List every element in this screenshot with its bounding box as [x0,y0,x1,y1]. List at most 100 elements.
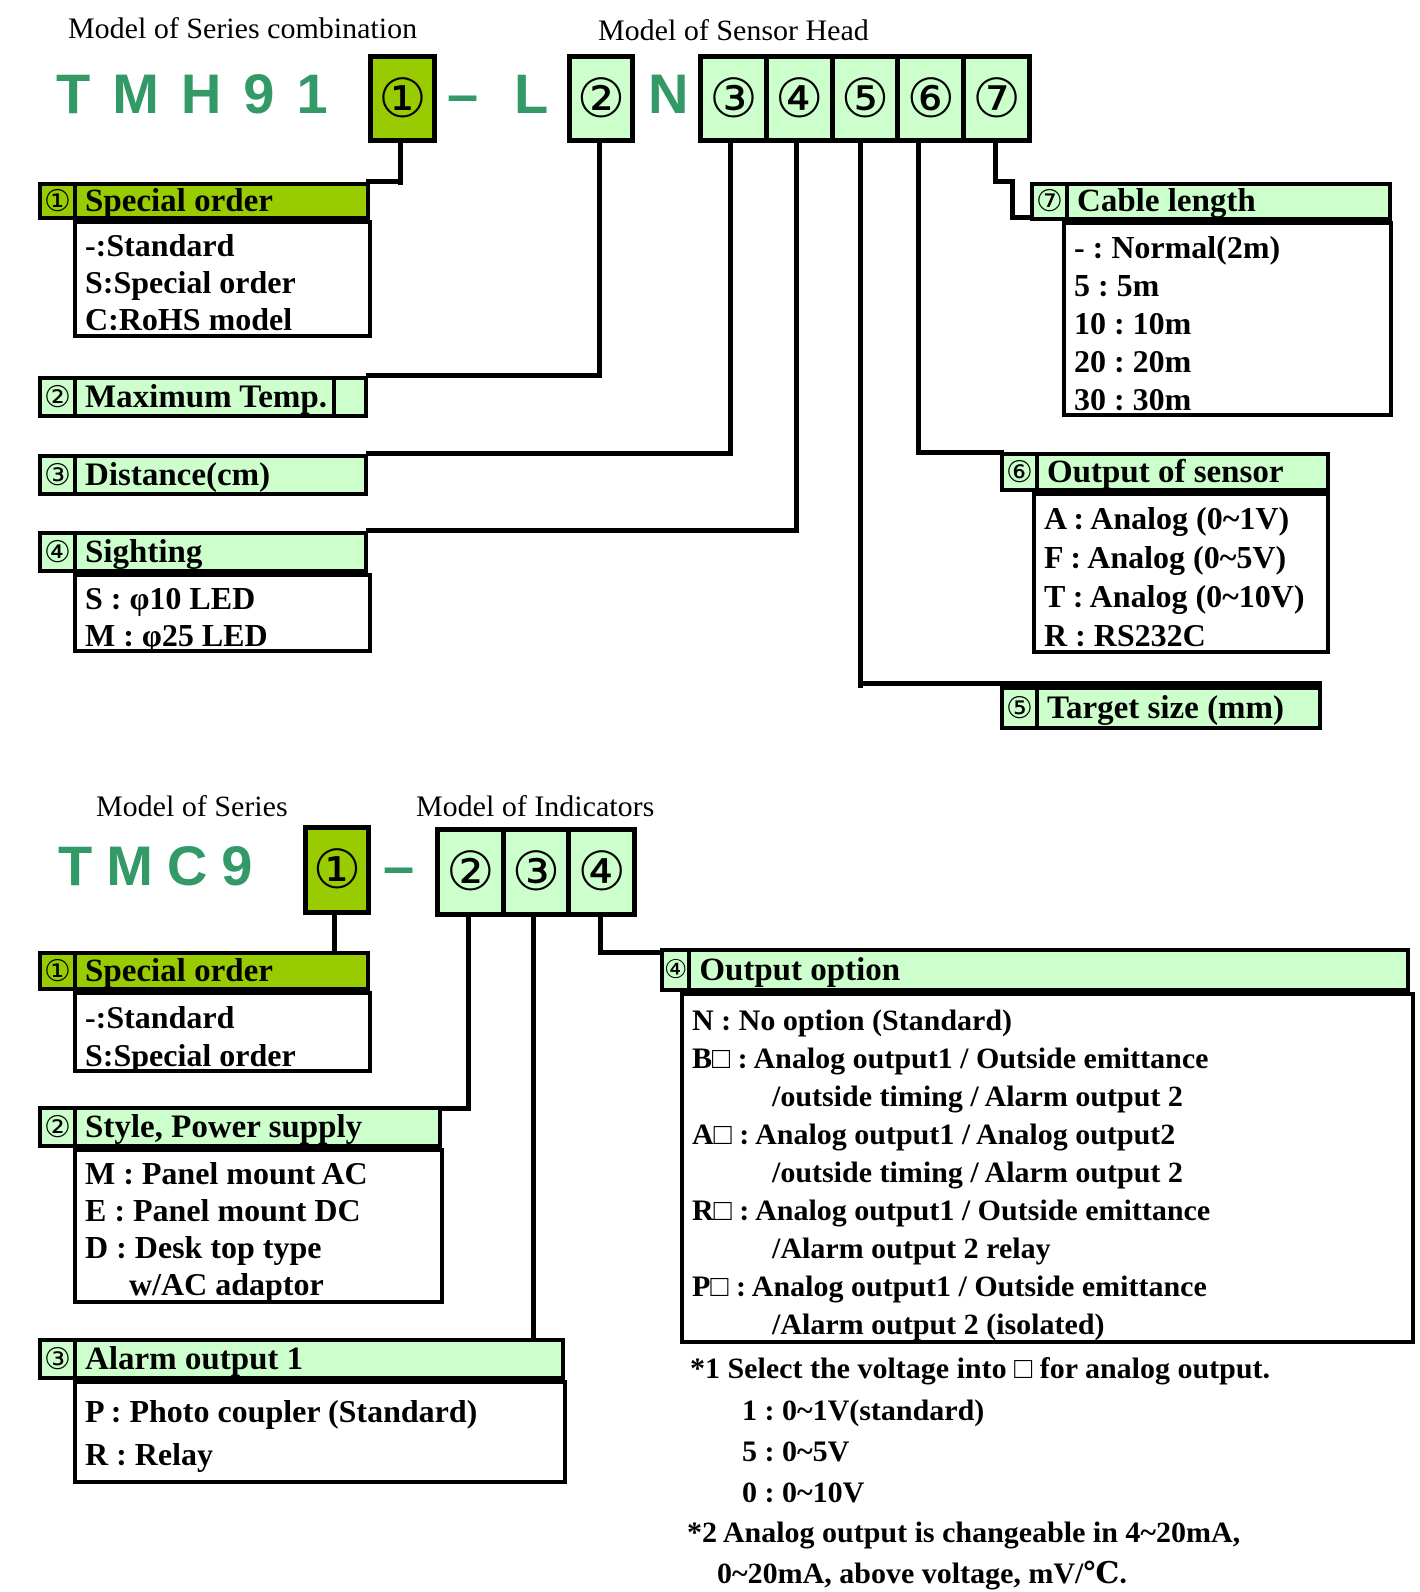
code-box-2-top: ② [567,54,635,143]
option-item: F : Analog (0~5V) [1044,539,1287,575]
circled-1-icon: ① [378,66,427,130]
option-item: N : No option (Standard) [692,1004,1013,1037]
box-alarm-output-body: P : Photo coupler (Standard) R : Relay [73,1380,567,1484]
option-item: M : Panel mount AC [85,1155,368,1191]
option-item: S:Special order [85,1037,296,1073]
option-item: A□ : Analog output1 / Analog output2 [692,1118,1176,1151]
box-output-option-title: Output option [699,951,901,988]
code-cell-7: ⑦ [961,59,1027,138]
empty-cell [332,380,364,414]
connector-line [598,950,664,955]
option-item-continuation: /outside timing / Alarm output 2 [772,1156,1183,1189]
circled-1-icon: ① [42,184,77,219]
code-cell-2: ② [440,832,501,912]
option-item: S : φ10 LED [85,580,256,616]
option-item-continuation: /Alarm output 2 relay [772,1232,1051,1265]
serial-tmh91: TMH91 [56,62,350,125]
circled-3-icon: ③ [511,840,561,903]
box-sighting-header: ④ Sighting [38,531,368,573]
box-max-temp-header: ② Maximum Temp. [38,376,368,418]
circled-6-icon: ⑥ [906,66,955,130]
option-item: E : Panel mount DC [85,1192,361,1228]
option-item: S:Special order [85,264,296,300]
box-special-order-top-body: -:Standard S:Special order C:RoHS model [73,220,372,338]
circled-2-icon: ② [42,380,77,415]
footnote-2-continuation: 0~20mA, above voltage, mV/℃. [717,1557,1127,1590]
code-box-row-234: ② ③ ④ [435,827,637,917]
serial-letter-l: L [514,62,549,125]
circled-4-icon: ④ [664,952,692,988]
connector-line [1010,179,1015,220]
circled-5-icon: ⑤ [840,66,890,130]
connector-line [916,141,921,454]
box-distance-header: ③ Distance(cm) [38,454,368,496]
option-item-continuation: /outside timing / Alarm output 2 [772,1080,1183,1113]
code-cell-5: ⑤ [829,59,896,138]
serial-dash-top: – [447,62,479,125]
option-item: D : Desk top type [85,1229,322,1265]
option-item: - : Normal(2m) [1074,229,1281,265]
box-style-power-header: ② Style, Power supply [38,1106,442,1148]
circled-7-icon: ⑦ [972,66,1021,130]
circled-4-icon: ④ [42,535,77,570]
circled-4-icon: ④ [577,840,626,903]
serial-dash-bottom: – [383,834,415,897]
circled-2-icon: ② [446,840,495,903]
box-style-power-title: Style, Power supply [85,1108,363,1145]
box-cable-length-title: Cable length [1077,183,1256,219]
box-special-order-top-title: Special order [85,182,273,219]
footnote-1-option: 5 : 0~5V [742,1435,850,1468]
box-output-sensor-header: ⑥ Output of sensor [1000,452,1330,492]
circled-3-icon: ③ [42,1342,77,1377]
code-cell-3: ③ [703,59,764,138]
footnote-1-option: 1 : 0~1V(standard) [742,1394,985,1427]
footnote-1: *1 Select the voltage into □ for analog … [690,1352,1271,1385]
circled-4-icon: ④ [774,66,824,130]
option-item: R : RS232C [1044,617,1206,653]
connector-line [438,1106,471,1111]
option-item: 30 : 30m [1074,381,1192,417]
serial-letter-n: N [648,62,689,125]
option-item: A : Analog (0~1V) [1044,500,1290,536]
option-item: 10 : 10m [1074,305,1192,341]
code-cell-3: ③ [500,832,567,912]
option-item: C:RoHS model [85,301,293,337]
box-output-sensor-body: A : Analog (0~1V) F : Analog (0~5V) T : … [1032,492,1330,654]
option-item: w/AC adaptor [129,1266,324,1302]
box-alarm-output-title: Alarm output 1 [85,1340,304,1377]
box-special-order-top-header: ① Special order [38,182,370,220]
option-item: 5 : 5m [1074,267,1160,303]
connector-line [1010,215,1034,220]
connector-line [398,141,403,185]
connector-line [858,681,1322,686]
connector-line [366,373,602,378]
connector-line [366,179,403,184]
connector-line [597,141,602,378]
title-series-combination: Model of Series combination [68,12,418,45]
circled-3-icon: ③ [709,66,758,130]
connector-line [916,450,1004,455]
code-cell-6: ⑥ [895,59,961,138]
circled-1-icon: ① [42,954,77,989]
option-item: 20 : 20m [1074,343,1192,379]
option-item: -:Standard [85,999,235,1035]
title-indicators: Model of Indicators [416,790,655,823]
box-max-temp-title: Maximum Temp. [85,378,328,415]
circled-7-icon: ⑦ [1034,184,1069,219]
option-item: R□ : Analog output1 / Outside emittance [692,1194,1211,1227]
connector-line [332,913,337,955]
box-cable-length-header: ⑦ Cable length [1030,182,1392,221]
box-special-order-bottom-header: ① Special order [38,951,370,991]
connector-line [466,915,471,1111]
connector-line [366,451,733,456]
connector-line [728,141,733,456]
option-item: P : Photo coupler (Standard) [85,1393,478,1429]
connector-line [993,179,1015,184]
box-target-size-header: ⑤ Target size (mm) [1000,686,1322,730]
box-output-sensor-title: Output of sensor [1047,453,1284,490]
code-cell-4: ④ [566,832,632,912]
option-item: M : φ25 LED [85,617,268,653]
circled-3-icon: ③ [42,458,77,493]
code-cell-4: ④ [763,59,830,138]
